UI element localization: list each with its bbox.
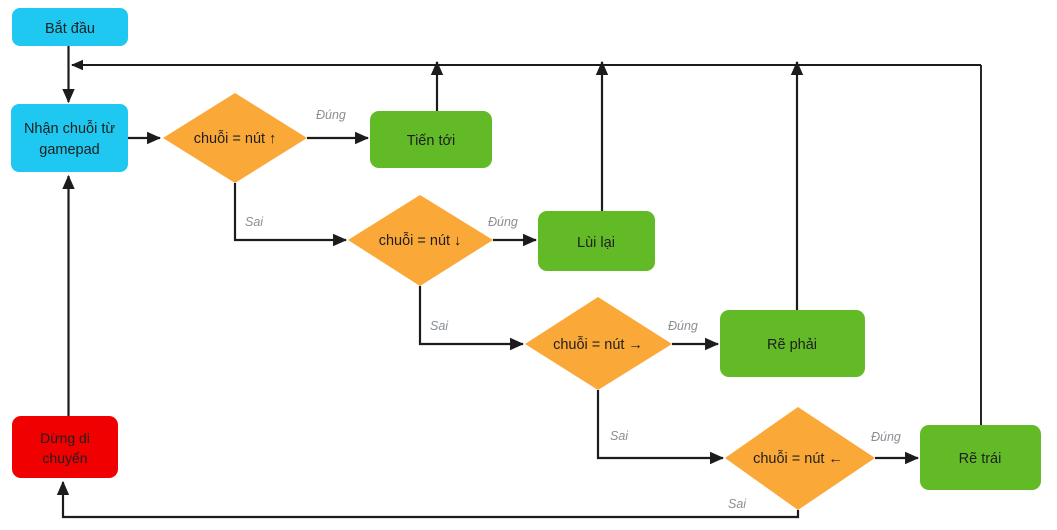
node-action2-label: Lùi lại (577, 235, 615, 251)
node-decision4[interactable]: chuỗi = nút ← (725, 407, 875, 510)
edge-label-false-3: Sai (610, 429, 629, 443)
edge-label-true-1: Đúng (316, 108, 346, 122)
node-action3[interactable]: Rẽ phải (720, 310, 865, 377)
node-decision1[interactable]: chuỗi = nút ↑ (163, 93, 307, 183)
edge-label-false-2: Sai (430, 319, 449, 333)
node-decision4-label: chuỗi = nút ← (753, 450, 843, 467)
edge-label-true-4: Đúng (871, 430, 901, 444)
node-decision3[interactable]: chuỗi = nút → (525, 297, 672, 390)
node-action2[interactable]: Lùi lại (538, 211, 655, 271)
node-start-label: Bắt đầu (45, 20, 95, 37)
edge-decision4-false (56, 480, 800, 519)
node-input-label-line2: gamepad (39, 142, 99, 158)
node-decision2[interactable]: chuỗi = nút ↓ (348, 195, 493, 286)
node-decision2-label: chuỗi = nút ↓ (379, 232, 462, 249)
node-decision3-label: chuỗi = nút → (553, 336, 643, 353)
node-action3-label: Rẽ phải (767, 337, 817, 353)
edge-label-false-1: Sai (245, 215, 264, 229)
edge-decision1-false (233, 183, 348, 247)
node-stop-label-line1: Dừng di (40, 430, 90, 446)
node-stop[interactable]: Dừng di chuyển (12, 416, 118, 478)
node-action1[interactable]: Tiến tới (370, 111, 492, 168)
edge-decision3-false (596, 390, 725, 465)
node-action4-label: Rẽ trái (959, 451, 1002, 467)
node-decision1-label: chuỗi = nút ↑ (194, 130, 277, 147)
node-start[interactable]: Bắt đầu (12, 8, 128, 46)
node-action1-label: Tiến tới (407, 133, 455, 149)
edge-label-true-2: Đúng (488, 215, 518, 229)
edge-decision2-false (418, 286, 525, 351)
node-action4[interactable]: Rẽ trái (920, 425, 1041, 490)
node-input-label-line1: Nhận chuỗi từ (24, 120, 115, 137)
node-stop-label-line2: chuyển (42, 450, 87, 466)
edge-label-false-4: Sai (728, 497, 747, 511)
node-input[interactable]: Nhận chuỗi từ gamepad (11, 104, 128, 172)
edge-label-true-3: Đúng (668, 319, 698, 333)
